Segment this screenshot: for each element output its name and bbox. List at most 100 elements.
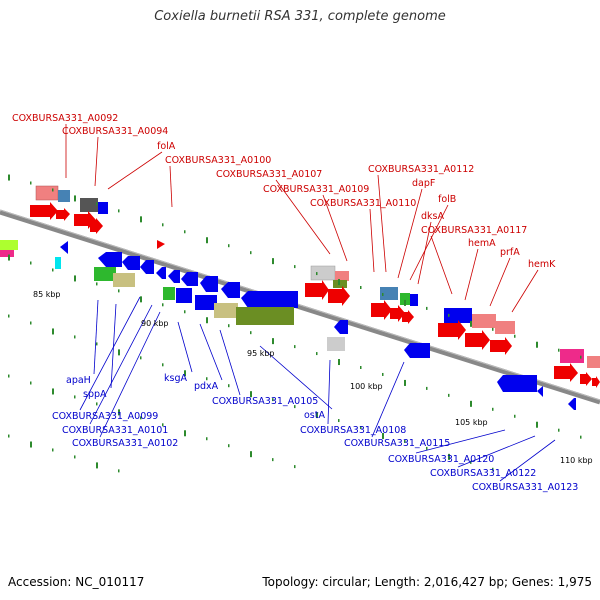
tick-mark (448, 393, 450, 397)
top-leader-line (275, 179, 331, 255)
feature-red-arrow (402, 310, 414, 324)
tick-mark (316, 272, 318, 276)
bottom-feature-label: COXBURSA331_A0122 (430, 468, 536, 479)
feature-blue-arrow (537, 386, 543, 397)
tick-mark (140, 216, 142, 223)
tick-mark (426, 386, 428, 390)
tick-mark (558, 348, 560, 352)
bottom-leader-line (79, 296, 141, 411)
feature-magenta (0, 250, 14, 257)
bottom-feature-label: COXBURSA331_A0108 (300, 425, 406, 436)
tick-mark (382, 372, 384, 376)
tick-mark (8, 434, 10, 438)
tick-mark (250, 451, 252, 458)
tick-mark (338, 419, 340, 423)
feature-red-arrow (371, 300, 392, 320)
feature-yellowgreen (0, 240, 18, 250)
tick-mark (30, 261, 32, 265)
tick-mark (272, 458, 274, 462)
tick-mark (404, 299, 406, 306)
top-feature-label: hemA (468, 238, 496, 249)
bottom-leader-line (199, 323, 223, 381)
tick-mark (8, 174, 10, 181)
tick-mark (206, 437, 208, 441)
tick-mark (492, 407, 494, 411)
tick-mark (470, 460, 472, 464)
tick-mark (206, 237, 208, 244)
bottom-feature-label: ostA (304, 410, 325, 421)
feature-pink (335, 271, 349, 281)
bottom-leader-line (93, 299, 99, 375)
tick-mark (30, 181, 32, 185)
feature-red-arrow (157, 240, 165, 249)
feature-red-arrow (30, 202, 58, 220)
feature-blue-arrow (168, 270, 180, 283)
tick-mark (8, 374, 10, 378)
tick-mark (162, 303, 164, 307)
bottom-leader-line (89, 304, 153, 425)
tick-mark (118, 209, 120, 213)
feature-lightgray (327, 337, 345, 351)
top-leader-line (464, 248, 479, 301)
label-leader-lines (65, 124, 556, 482)
tick-mark (382, 292, 384, 296)
top-feature-label: COXBURSA331_A0109 (263, 184, 369, 195)
top-feature-labels: COXBURSA331_A0092COXBURSA331_A0094folACO… (12, 113, 556, 270)
feature-blue (176, 288, 192, 303)
feature-green (163, 287, 175, 300)
bottom-feature-label: COXBURSA331_A0105 (212, 396, 318, 407)
scale-label: 100 kbp (350, 382, 383, 391)
feature-khaki (113, 273, 135, 287)
tick-mark (272, 338, 274, 345)
tick-mark (52, 328, 54, 335)
bottom-leader-line (415, 429, 506, 454)
tick-mark (96, 342, 98, 346)
feature-blue (444, 308, 472, 323)
feature-lightgray (310, 265, 336, 281)
top-feature-label: COXBURSA331_A0092 (12, 113, 118, 124)
top-leader-line (409, 204, 449, 281)
top-leader-line (397, 188, 423, 279)
tick-mark (580, 435, 582, 439)
bottom-feature-label: apaH (66, 375, 91, 386)
top-feature-label: folA (157, 141, 176, 152)
feature-blue-arrow (404, 343, 430, 358)
tick-mark (52, 188, 54, 192)
feature-red-arrow (390, 305, 405, 322)
tick-mark (228, 444, 230, 448)
feature-pink (587, 356, 600, 368)
feature-olive (236, 307, 294, 325)
feature-blue-arrow (241, 291, 298, 308)
genome-backbone (0, 209, 600, 405)
top-leader-line (94, 136, 99, 187)
tick-mark (294, 265, 296, 269)
top-leader-line (377, 174, 387, 273)
tick-mark (536, 341, 538, 348)
tick-mark (404, 439, 406, 443)
reverse-strand-features (0, 240, 576, 410)
tick-mark (206, 317, 208, 324)
tick-mark (184, 430, 186, 437)
bottom-feature-label: sppA (83, 389, 107, 400)
top-feature-label: hemK (528, 259, 556, 270)
top-feature-label: COXBURSA331_A0100 (165, 155, 271, 166)
tick-mark (184, 370, 186, 377)
feature-red-arrow (438, 320, 466, 340)
top-feature-label: COXBURSA331_A0110 (310, 198, 416, 209)
tick-mark (250, 391, 252, 398)
bottom-feature-label: COXBURSA331_A0115 (344, 438, 450, 449)
tick-mark (96, 282, 98, 286)
feature-blue-arrow (181, 272, 198, 286)
tick-mark (74, 275, 76, 282)
top-feature-label: COXBURSA331_A0117 (421, 225, 527, 236)
tick-mark (228, 384, 230, 388)
tick-mark (118, 289, 120, 293)
bottom-feature-label: COXBURSA331_A0099 (52, 411, 158, 422)
feature-pink (35, 185, 59, 201)
bottom-leader-line (219, 329, 241, 396)
feature-blue-arrow (60, 241, 68, 254)
tick-mark (316, 352, 318, 356)
tick-mark (74, 395, 76, 399)
scale-label: 105 kbp (455, 418, 488, 427)
